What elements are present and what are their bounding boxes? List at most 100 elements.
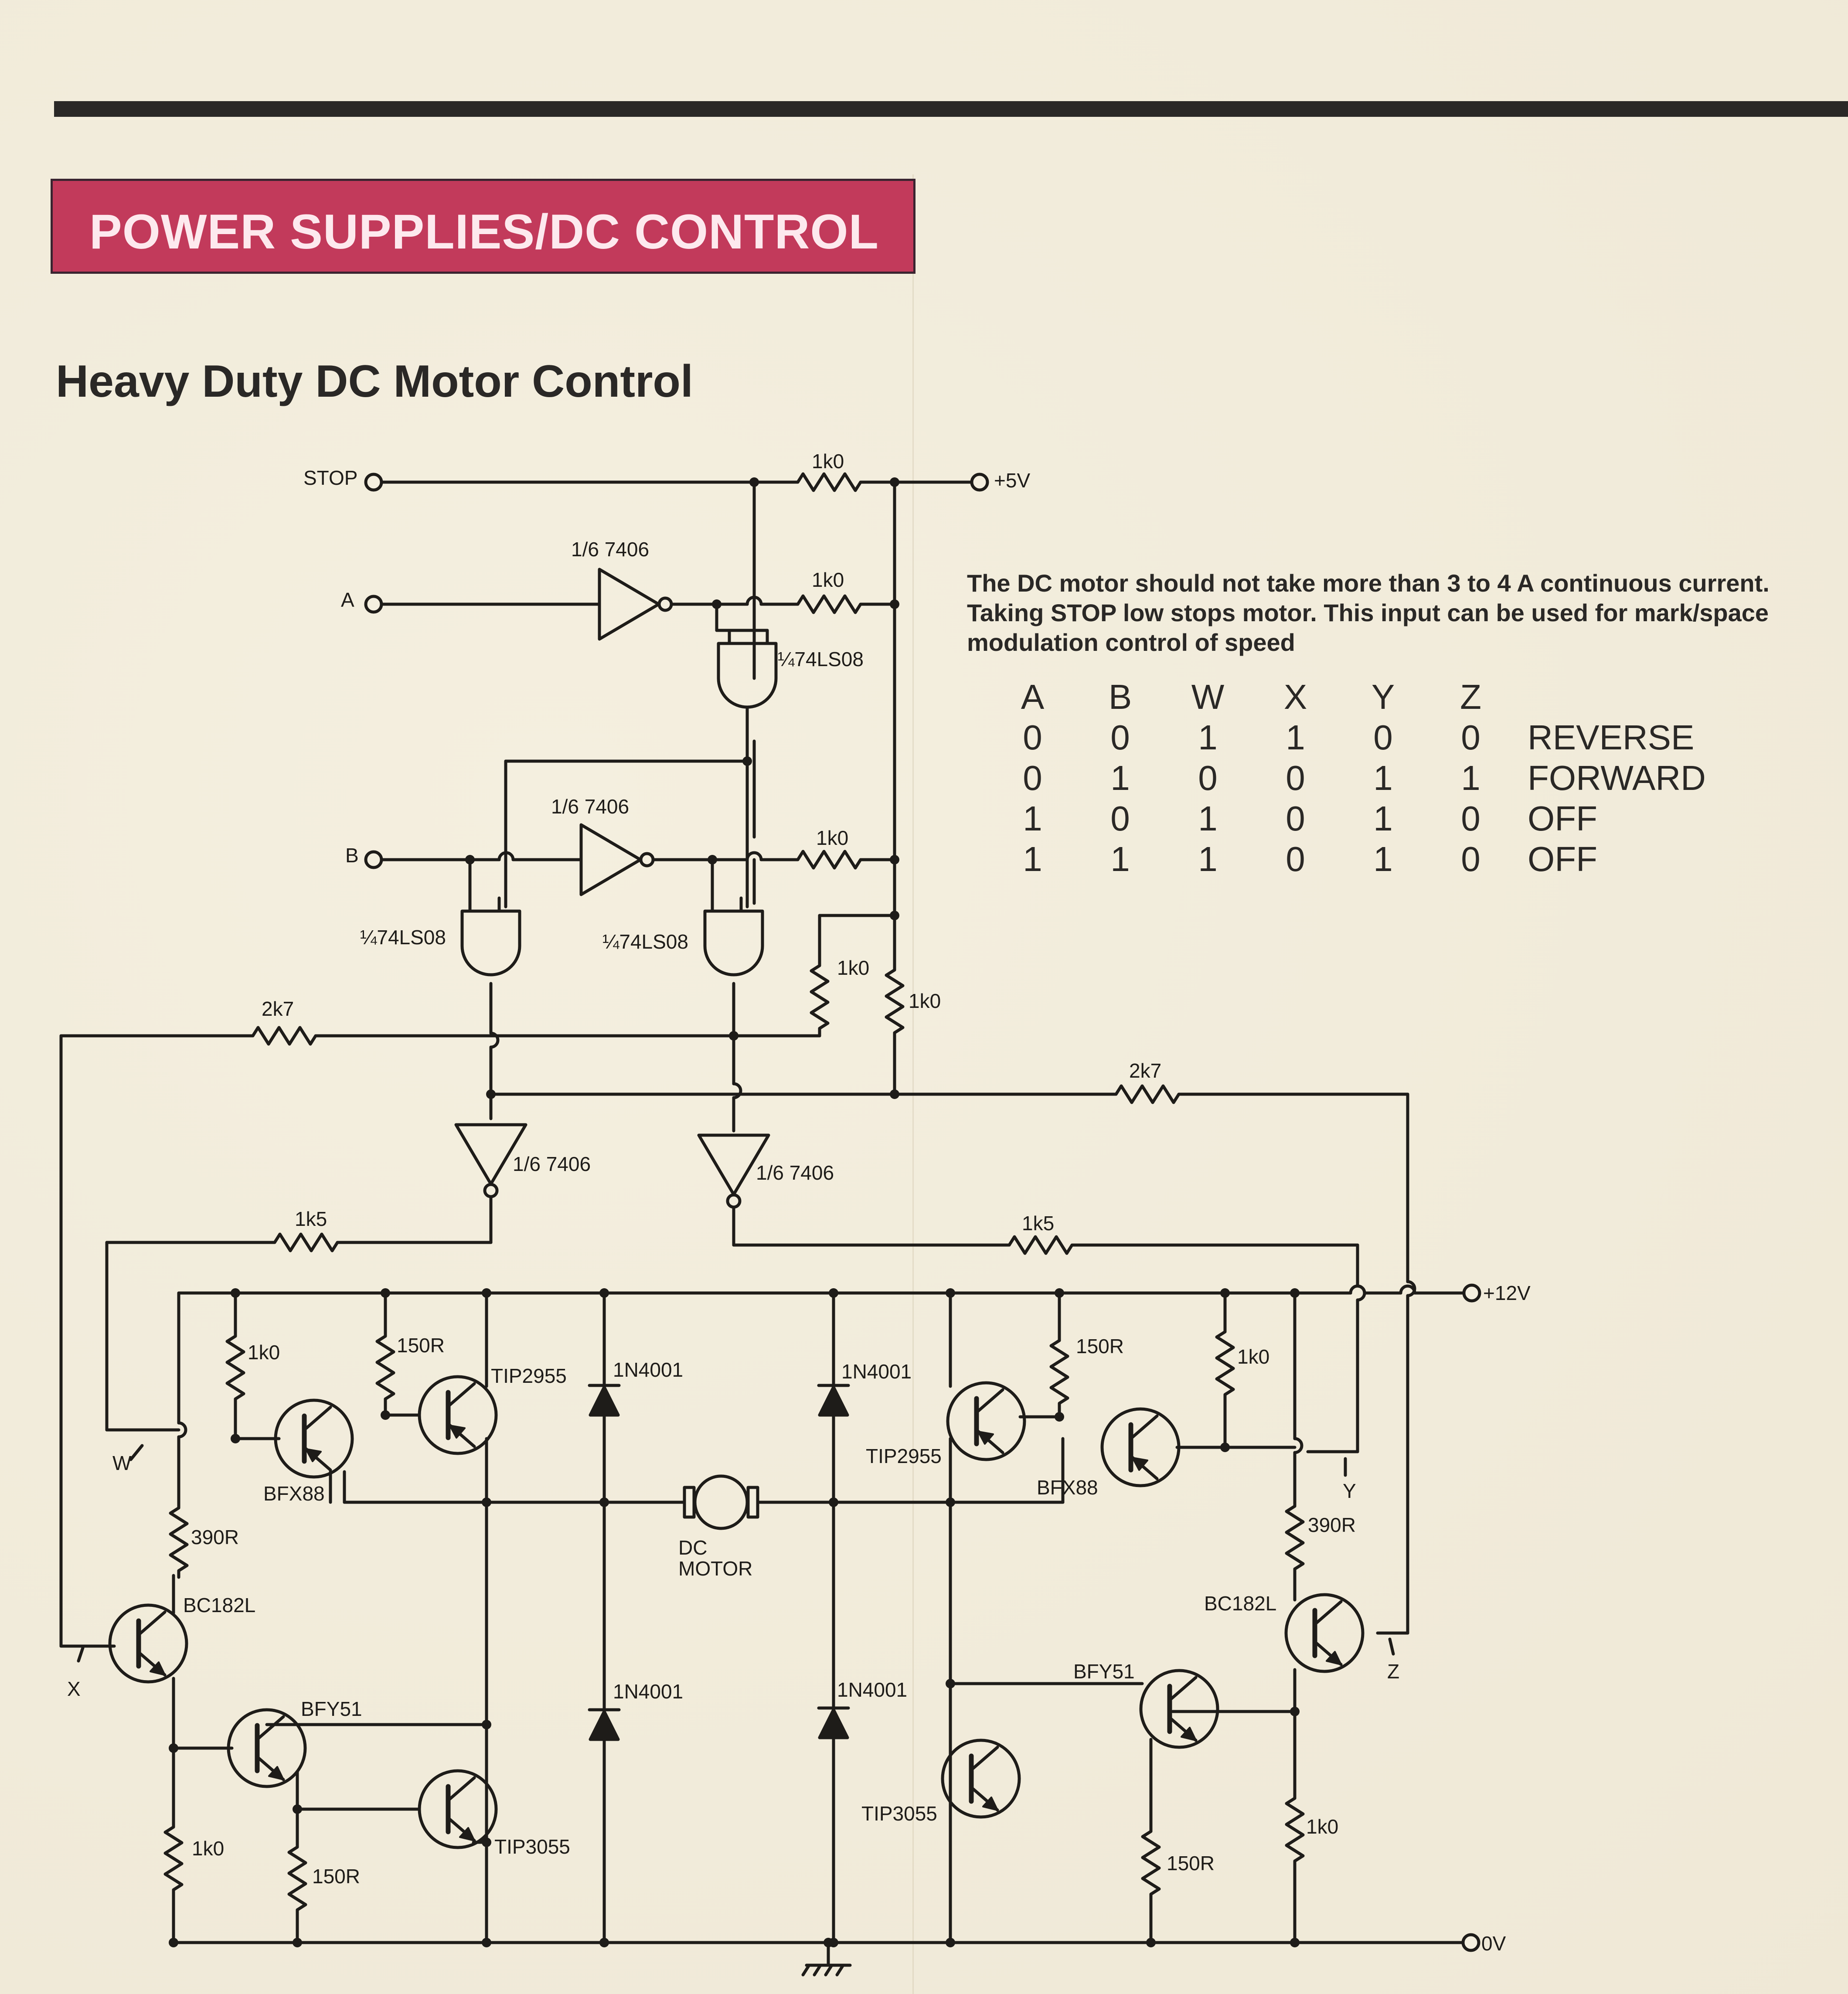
header-cell: Z (1460, 677, 1481, 716)
table-cell: 1 (1110, 839, 1130, 878)
transistor-label: BFY51 (1073, 1660, 1135, 1683)
resistor-label: 1k0 (1237, 1345, 1269, 1368)
terminals (364, 473, 1481, 1952)
section-banner-text: POWER SUPPLIES/DC CONTROL (89, 204, 879, 259)
truth-table-row: 0 0 1 1 0 0 REVERSE (989, 717, 1737, 758)
article-description: The DC motor should not take more than 3… (967, 568, 1848, 657)
header-cell: B (1108, 677, 1132, 716)
resistor-label: 390R (1308, 1514, 1356, 1536)
gate-label: 1/6 7406 (513, 1153, 591, 1175)
resistor-label: 1k0 (816, 827, 848, 849)
header-cell: X (1283, 677, 1307, 716)
truth-table: A B W X Y Z 0 0 1 1 0 0 REVERSE 0 1 0 0 … (989, 677, 1737, 879)
table-cell: 1 (1373, 799, 1393, 838)
resistor-label: 1k0 (837, 956, 869, 979)
table-cell: 1 (1023, 839, 1042, 878)
transistor-label: BC182L (183, 1594, 255, 1616)
table-cell: 1 (1110, 758, 1130, 797)
diode-label: 1N4001 (837, 1678, 907, 1701)
terminal-label-0v: 0V (1481, 1932, 1506, 1955)
resistor-label: 150R (1076, 1335, 1124, 1358)
article-title: Heavy Duty DC Motor Control (56, 356, 693, 407)
resistor-label: 1k0 (1306, 1815, 1338, 1838)
table-cell: OFF (1528, 839, 1597, 878)
description-line: Taking STOP low stops motor. This input … (967, 599, 1769, 626)
table-cell: 0 (1461, 799, 1480, 838)
resistor-label: 1k0 (909, 990, 941, 1012)
resistor-label: 150R (1167, 1852, 1215, 1875)
gate-label: ¼74LS08 (360, 926, 446, 949)
resistor-label: 2k7 (262, 997, 294, 1020)
table-cell: 0 (1461, 718, 1480, 757)
table-cell: 1 (1373, 758, 1393, 797)
wiring (59, 480, 1466, 1977)
section-banner: POWER SUPPLIES/DC CONTROL (51, 179, 915, 274)
resistor-label: 2k7 (1129, 1059, 1161, 1082)
table-cell: 1 (1461, 758, 1480, 797)
resistor-label: 1k5 (295, 1208, 327, 1230)
table-cell: 0 (1110, 718, 1130, 757)
terminal-label-b: B (345, 844, 359, 867)
node-label-y: Y (1343, 1480, 1356, 1502)
table-cell: REVERSE (1528, 718, 1695, 757)
description-line: The DC motor should not take more than 3… (967, 569, 1770, 597)
table-cell: 1 (1373, 839, 1393, 878)
description-line: modulation control of speed (967, 629, 1295, 656)
header-cell: A (1021, 677, 1045, 716)
header-cell: W (1191, 677, 1225, 716)
header-rule (54, 101, 1848, 117)
transistor-label: TIP3055 (861, 1802, 937, 1825)
gate-label: 1/6 7406 (571, 538, 649, 561)
table-cell: 1 (1023, 799, 1042, 838)
table-cell: 0 (1373, 718, 1393, 757)
table-cell: 0 (1286, 758, 1305, 797)
terminal-label-a: A (341, 589, 354, 611)
diode-label: 1N4001 (613, 1680, 683, 1703)
resistor-label: 1k5 (1022, 1212, 1054, 1235)
table-cell: 0 (1286, 839, 1305, 878)
terminal-label-stop: STOP (303, 466, 357, 489)
transistor-label: BFX88 (1037, 1476, 1098, 1499)
transistor-label: BFX88 (263, 1482, 325, 1505)
gate-label: ¼74LS08 (602, 930, 688, 953)
node-label-x: X (67, 1678, 81, 1700)
resistor-label: 1k0 (192, 1837, 224, 1860)
node-label-w: W (112, 1452, 132, 1474)
truth-table-row: 0 1 0 0 1 1 FORWARD (989, 758, 1737, 798)
resistor-label: 1k0 (812, 568, 844, 591)
table-cell: 1 (1286, 718, 1305, 757)
gate-label: 1/6 7406 (551, 795, 629, 818)
diode-label: 1N4001 (841, 1360, 912, 1383)
truth-table-row: 1 1 1 0 1 0 OFF (989, 839, 1737, 879)
table-cell: 0 (1023, 718, 1042, 757)
resistor-label: 150R (397, 1334, 445, 1357)
terminal-label-5v: +5V (994, 469, 1030, 492)
resistor-label: 1k0 (248, 1341, 280, 1364)
transistor-label: BFY51 (301, 1698, 362, 1720)
resistor-label: 150R (312, 1865, 360, 1888)
terminal-label-12v: +12V (1483, 1282, 1531, 1304)
transistor-label: TIP2955 (866, 1445, 942, 1467)
schematic-labels: STOP A B +5V +12V 0V 1/6 7406 1/6 7406 1… (67, 450, 1531, 1955)
junctions (169, 477, 1300, 1947)
motor-label: DC (678, 1536, 707, 1559)
node-label-z: Z (1387, 1660, 1399, 1683)
motor-label: MOTOR (678, 1557, 752, 1580)
table-cell: 0 (1110, 799, 1130, 838)
transistor-label: BC182L (1204, 1592, 1276, 1615)
table-cell: 0 (1286, 799, 1305, 838)
transistor-label: TIP2955 (491, 1364, 567, 1387)
table-cell: OFF (1528, 799, 1597, 838)
gate-label: ¼74LS08 (778, 648, 864, 670)
table-cell: FORWARD (1528, 758, 1706, 797)
page-fold (912, 174, 914, 1994)
table-cell: 0 (1023, 758, 1042, 797)
logic-gates (456, 569, 776, 1207)
resistor-label: 390R (191, 1526, 239, 1548)
table-cell: 0 (1461, 839, 1480, 878)
diode-label: 1N4001 (613, 1358, 683, 1381)
table-cell: 0 (1198, 758, 1218, 797)
truth-table-row: 1 0 1 0 1 0 OFF (989, 798, 1737, 839)
